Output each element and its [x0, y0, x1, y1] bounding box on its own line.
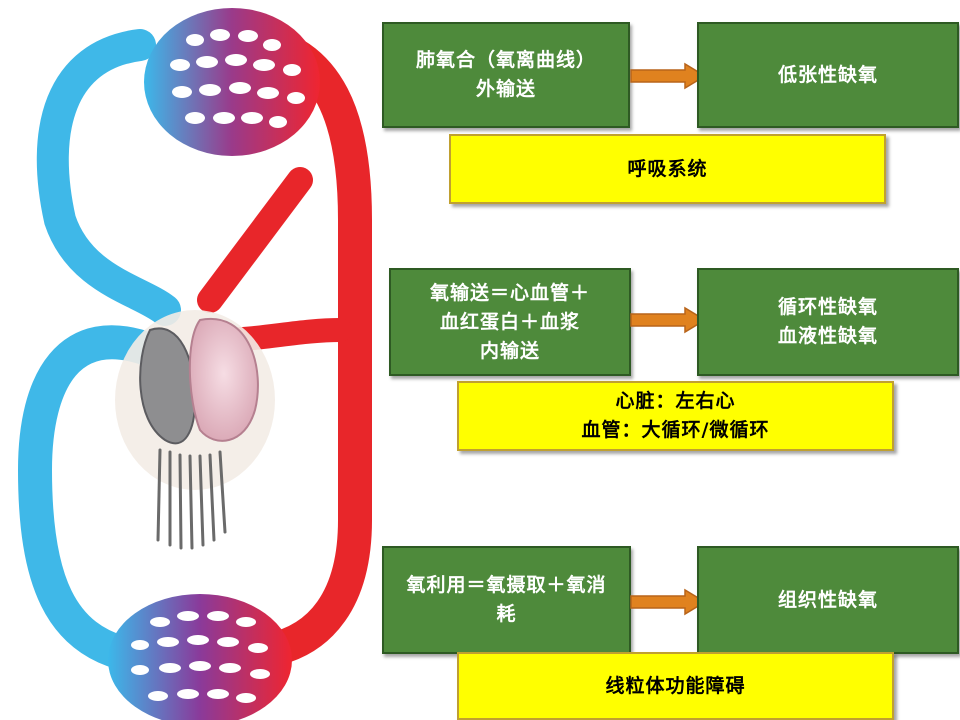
oxygen-utilization-box: 氧利用＝氧摄取＋氧消 耗	[382, 546, 631, 654]
body-capillary-bed	[108, 594, 292, 720]
right-heart	[139, 327, 197, 445]
circulatory-hemic-hypoxia-box: 循环性缺氧 血液性缺氧	[697, 268, 959, 376]
body-capillary-mesh	[131, 611, 270, 703]
respiratory-system-box: 呼吸系统	[449, 134, 886, 204]
oxygen-transport-box: 氧输送＝心血管＋ 血红蛋白＋血浆 内输送	[389, 268, 631, 376]
watermark	[230, 695, 245, 714]
hypotonic-hypoxia-box: 低张性缺氧	[697, 22, 959, 128]
systemic-vein	[17, 325, 167, 672]
arrow-right-icon	[630, 306, 707, 334]
lung-capillary-mesh	[170, 29, 305, 128]
heart-fibers	[156, 448, 227, 550]
arrow-right-icon	[630, 62, 707, 90]
arrow-right-icon	[630, 588, 707, 616]
circulation-illustration	[17, 8, 372, 720]
pulmonary-artery	[36, 29, 181, 326]
histogenous-hypoxia-box: 组织性缺氧	[697, 546, 959, 654]
heart-vessels-box: 心脏：左右心 血管：大循环/微循环	[457, 381, 894, 451]
left-heart	[188, 317, 259, 442]
mitochondria-dysfunction-box: 线粒体功能障碍	[457, 652, 894, 720]
pulmonary-vein	[197, 167, 313, 313]
lung-capillary-bed	[144, 8, 320, 156]
lung-oxygenation-box: 肺氧合（氧离曲线） 外输送	[382, 22, 630, 128]
